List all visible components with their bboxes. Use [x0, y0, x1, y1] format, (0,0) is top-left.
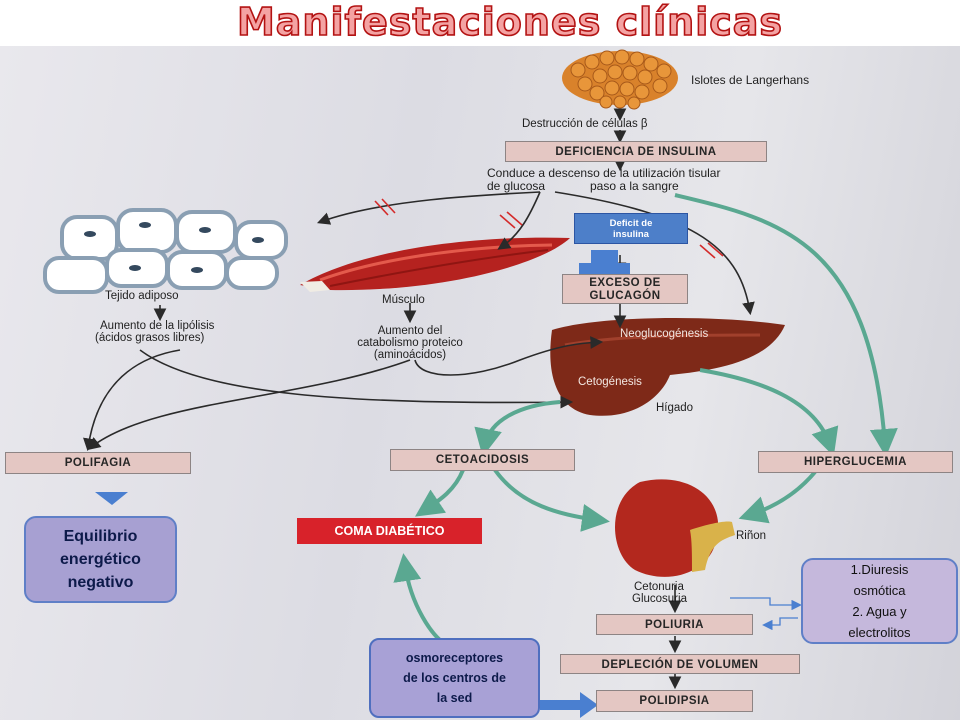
- kidney-label: Riñon: [736, 530, 767, 542]
- energy-line-3: negativo: [67, 574, 134, 591]
- osmo-line-2: de los centros de: [403, 671, 506, 685]
- diuresis-line-1: 1.Diuresis: [850, 562, 909, 577]
- glucagon-line-2: GLUCAGÓN: [589, 290, 661, 302]
- liver-illustration: [550, 318, 785, 416]
- adipose-illustration: [43, 208, 288, 294]
- muscle-illustration: [300, 237, 570, 292]
- volume-depletion-bar: DEPLECIÓN DE VOLUMEN: [560, 654, 800, 674]
- osmotic-diuresis-callout: 1.Diuresis osmótica 2. Agua y electrolit…: [801, 558, 958, 644]
- kidney-illustration: [615, 479, 735, 577]
- polydipsia-bar: POLIDIPSIA: [596, 690, 753, 712]
- thirst-osmoreceptors-callout: osmoreceptores de los centros de la sed: [369, 638, 540, 718]
- protein-label-2: catabolismo proteico: [357, 337, 463, 349]
- polyphagia-bar: POLIFAGIA: [5, 452, 191, 474]
- islets-label: Islotes de Langerhans: [691, 73, 810, 87]
- interruption-marks: [374, 198, 724, 259]
- polyuria-bar: POLIURIA: [596, 614, 753, 635]
- insulin-deficit-callout: Deficit de insulina: [574, 213, 688, 244]
- lipolysis-label-1: Aumento de la lipólisis: [100, 320, 215, 332]
- ketogenesis-label: Cetogénesis: [578, 376, 642, 388]
- osmo-line-1: osmoreceptores: [405, 651, 504, 665]
- blood-passage-label: paso a la sangre: [590, 179, 679, 193]
- insulin-deficiency-bar: DEFICIENCIA DE INSULINA: [505, 141, 767, 162]
- gluconeogenesis-label: Neoglucogénesis: [620, 328, 709, 340]
- slide-title: Manifestaciones clínicas: [236, 0, 784, 45]
- beta-cell-destruction-label: Destrucción de células β: [522, 118, 648, 130]
- lipolysis-label-2: (ácidos grasos libres): [95, 332, 205, 344]
- tissue-utilization-label: Conduce a descenso de la utilización tis…: [487, 166, 721, 180]
- energy-line-1: Equilibrio: [63, 528, 138, 545]
- diabetic-coma-bar: COMA DIABÉTICO: [297, 518, 482, 544]
- diuresis-line-3: 2. Agua y: [852, 604, 907, 619]
- osmo-line-3: la sed: [436, 691, 473, 705]
- protein-label-3: (aminoácidos): [373, 349, 447, 361]
- negative-energy-balance-callout: Equilibrio energético negativo: [24, 516, 177, 603]
- glucagon-line-1: EXCESO DE: [589, 277, 661, 289]
- diuresis-line-4: electrolitos: [848, 625, 911, 640]
- hyperglycemia-bar: HIPERGLUCEMIA: [758, 451, 953, 473]
- glucosuria-label: Glucosuria: [632, 593, 687, 605]
- glucose-label: de glucosa: [487, 179, 546, 193]
- diuresis-line-2: osmótica: [853, 583, 906, 598]
- liver-label: Hígado: [656, 402, 694, 414]
- energy-line-2: energético: [60, 551, 141, 568]
- insulin-deficit-line-1: Deficit de: [609, 217, 653, 229]
- muscle-label: Músculo: [382, 294, 425, 306]
- adipose-label: Tejido adiposo: [105, 290, 179, 302]
- insulin-deficit-line-2: insulina: [613, 228, 649, 240]
- ketoacidosis-bar: CETOACIDOSIS: [390, 449, 575, 471]
- flow-arrows: [83, 108, 755, 690]
- glucagon-excess-bar: EXCESO DE GLUCAGÓN: [562, 274, 688, 304]
- islets-illustration: [562, 49, 678, 110]
- ketonuria-label: Cetonuria: [634, 581, 684, 593]
- protein-label-1: Aumento del: [377, 325, 443, 337]
